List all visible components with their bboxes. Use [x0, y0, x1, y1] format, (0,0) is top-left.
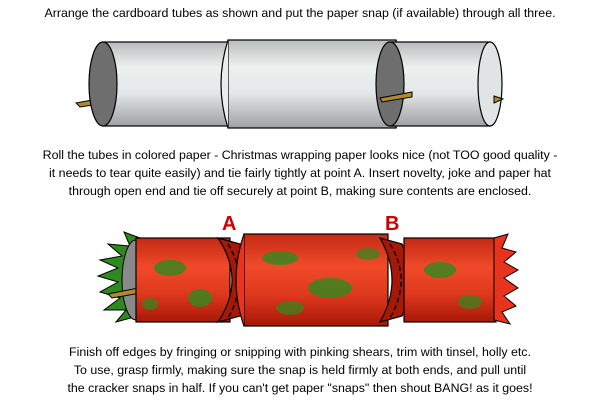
- paper-snap-right: [493, 95, 505, 104]
- label-point-b: B: [385, 213, 399, 235]
- step2-line: through open end and tie off securely at…: [68, 184, 532, 198]
- left-tube: [88, 41, 244, 127]
- cracker-middle-section: [235, 233, 389, 327]
- step1-line: Arrange the cardboard tubes as shown and…: [44, 6, 556, 20]
- right-fringe: [493, 233, 520, 325]
- label-point-a: A: [222, 213, 236, 235]
- paper-snap-joint: [379, 91, 413, 103]
- step3-line: the cracker snaps in half. If you can't …: [67, 381, 533, 395]
- step2-instructions: Roll the tubes in colored paper - Christ…: [0, 146, 600, 200]
- cardboard-tubes-diagram: [74, 39, 505, 129]
- cracker-right-section: [403, 237, 497, 323]
- step1-instructions: Arrange the cardboard tubes as shown and…: [0, 4, 600, 22]
- cracker-left-section: [135, 237, 231, 323]
- step3-instructions: Finish off edges by fringing or snipping…: [0, 343, 600, 397]
- step2-line: it needs to tear quite easily) and tie f…: [49, 166, 551, 180]
- right-tube: [375, 41, 503, 127]
- wrapped-cracker-diagram: A B: [96, 213, 520, 327]
- step2-line: Roll the tubes in colored paper - Christ…: [42, 148, 558, 162]
- step3-line: Finish off edges by fringing or snipping…: [69, 345, 531, 359]
- step3-line: To use, grasp firmly, making sure the sn…: [73, 363, 527, 377]
